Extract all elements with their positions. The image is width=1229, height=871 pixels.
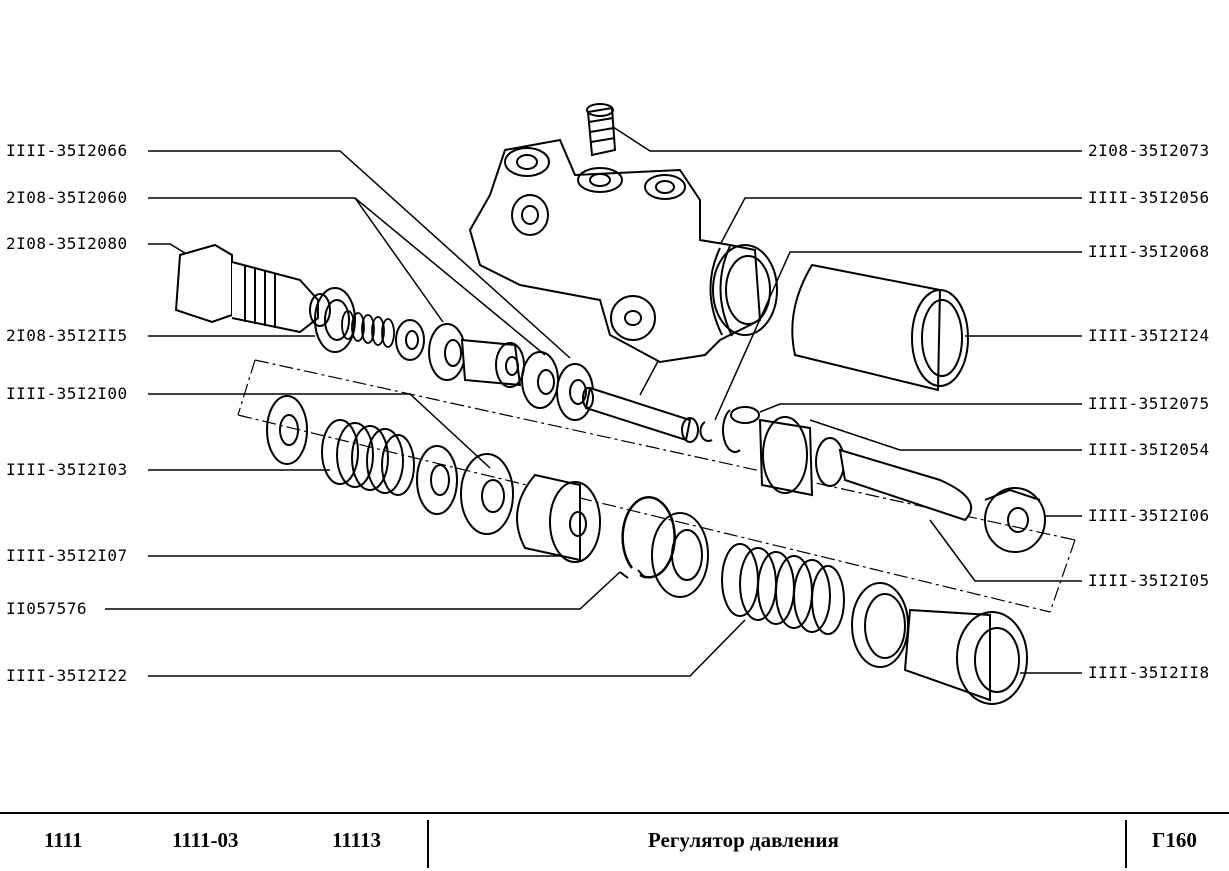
snap-ring xyxy=(619,496,676,579)
seal-washer xyxy=(314,287,356,353)
label-part-left-4: 2I08-35I2II5 xyxy=(6,326,128,345)
label-part-right-4: IIII-35I2I24 xyxy=(1088,326,1210,345)
footer-divider-1 xyxy=(427,820,429,868)
label-part-right-5: IIII-35I2075 xyxy=(1088,394,1210,413)
label-part-left-3: 2I08-35I2080 xyxy=(6,234,128,253)
lower-group-frame xyxy=(237,359,1076,613)
label-part-left-8: II057576 xyxy=(6,599,88,618)
lower-washer-cup xyxy=(416,445,514,535)
threaded-plug xyxy=(174,243,331,334)
model-code-3: 11113 xyxy=(332,828,382,852)
upper-small-parts xyxy=(395,319,594,421)
label-part-right-1: 2I08-35I2073 xyxy=(1088,141,1210,160)
regulator-housing xyxy=(468,138,778,364)
label-part-right-2: IIII-35I2056 xyxy=(1088,188,1210,207)
lower-cylinder xyxy=(516,473,601,563)
exploded-parts-diagram xyxy=(105,103,1082,705)
lower-spring-right xyxy=(721,543,845,635)
page-title: Регулятор давления xyxy=(648,828,839,852)
lower-spring-left xyxy=(321,419,415,496)
small-spring-upper xyxy=(341,310,395,348)
page-code: Г160 xyxy=(1152,828,1197,852)
label-part-right-3: IIII-35I2068 xyxy=(1088,242,1210,261)
guide-sleeve xyxy=(903,608,1028,705)
protective-cap xyxy=(791,263,969,392)
label-part-right-7: IIII-35I2I06 xyxy=(1088,506,1210,525)
label-part-left-6: IIII-35I2I03 xyxy=(6,460,128,479)
lower-seal-ring xyxy=(851,582,909,668)
end-washer xyxy=(984,487,1046,553)
label-part-left-5: IIII-35I2I00 xyxy=(6,384,128,403)
model-code-1: 1111 xyxy=(44,828,83,852)
label-part-right-6: IIII-35I2054 xyxy=(1088,440,1210,459)
label-part-left-9: IIII-35I2I22 xyxy=(6,666,128,685)
lower-washer-left xyxy=(266,395,308,465)
bleeder-valve xyxy=(586,103,617,157)
valve-seat xyxy=(651,512,709,598)
footer-divider-2 xyxy=(1125,820,1127,868)
label-part-right-8: IIII-35I2I05 xyxy=(1088,571,1210,590)
push-rod xyxy=(582,386,713,443)
label-part-left-2: 2I08-35I2060 xyxy=(6,188,128,207)
model-code-2: 1111-03 xyxy=(172,828,239,852)
label-part-left-7: IIII-35I2I07 xyxy=(6,546,128,565)
plunger-assembly xyxy=(722,406,973,522)
label-part-left-1: IIII-35I2066 xyxy=(6,141,128,160)
catalog-footer: 1111 1111-03 11113 Регулятор давления Г1… xyxy=(0,812,1229,871)
label-part-right-9: IIII-35I2II8 xyxy=(1088,663,1210,682)
